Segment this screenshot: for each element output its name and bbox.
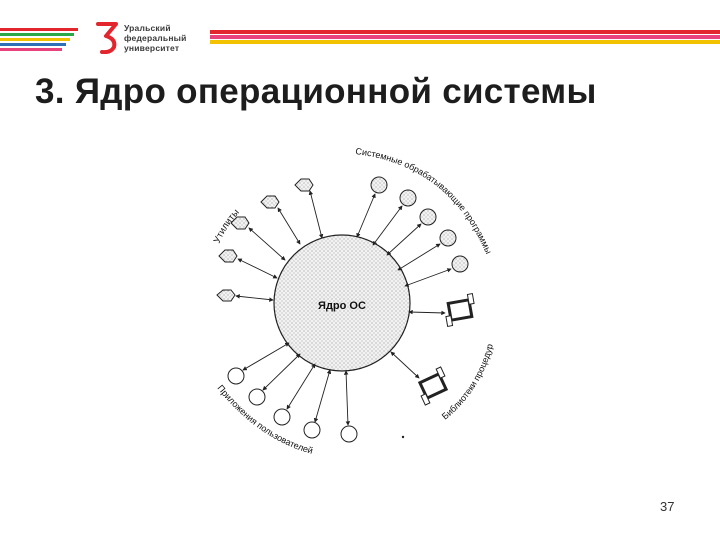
system-program-node [419, 208, 437, 226]
libraries-group [417, 293, 475, 406]
utility-hexagon [260, 195, 280, 209]
system-program-node [399, 189, 417, 207]
university-logo-text: Уральский федеральный университет [124, 23, 214, 53]
os-kernel-diagram: Ядро ОС [212, 146, 495, 456]
library-box-icon [445, 293, 475, 327]
utility-hexagon [218, 249, 238, 263]
slide-header: Уральский федеральный университет [0, 0, 720, 62]
application-node [248, 388, 266, 406]
applications-group [227, 367, 358, 443]
logo-line-3: университет [124, 43, 180, 53]
utilities-group [216, 178, 314, 302]
system-program-node [370, 176, 388, 194]
utility-hexagon [216, 289, 236, 302]
system-program-node [439, 229, 457, 247]
library-box-icon [417, 366, 449, 406]
application-node [340, 425, 358, 443]
page-number: 37 [660, 499, 675, 514]
application-node [273, 408, 291, 426]
system-program-node [451, 255, 469, 273]
system-programs-group [370, 176, 469, 273]
system-programs-label: Системные обрабатывающие программы [355, 146, 494, 255]
kernel-label: Ядро ОС [318, 300, 366, 312]
brand-stripes-left [0, 28, 80, 52]
logo-line-1: Уральский [124, 23, 171, 33]
utility-hexagon [230, 216, 250, 230]
brand-stripes-right [210, 30, 720, 52]
page-title: 3. Ядро операционной системы [35, 72, 597, 111]
libraries-label: Библиотеки процедур [440, 343, 495, 422]
university-logo-icon [96, 22, 118, 54]
application-node [227, 367, 245, 385]
logo-line-2: федеральный [124, 33, 187, 43]
application-node [303, 421, 321, 439]
utility-hexagon [294, 178, 314, 192]
kernel-circle [273, 234, 411, 372]
